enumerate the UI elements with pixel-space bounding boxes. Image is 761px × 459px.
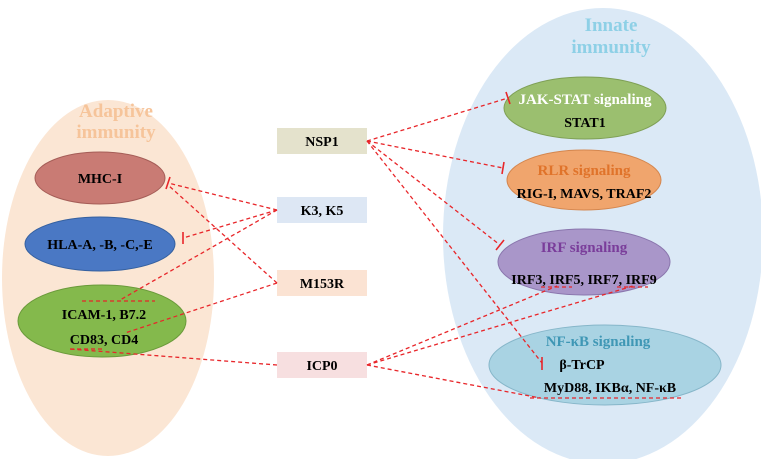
irf-node (497, 228, 671, 296)
nsp1-box (277, 128, 367, 154)
innate-title-line2: immunity (571, 37, 651, 58)
hla-node (24, 216, 176, 272)
tbar-mhc-i (165, 176, 171, 190)
edge-m153r-cd83 (124, 282, 278, 334)
rlr-node (506, 149, 662, 211)
edge-m153r-mhc-i (167, 184, 278, 284)
edge-k3k5-hla (182, 209, 278, 239)
icp0-box (277, 352, 367, 378)
edge-nsp1-irf (366, 140, 501, 246)
adaptive-title-line2: immunity (76, 122, 156, 143)
edge-k3k5-mhc-i (167, 182, 278, 211)
edge-k3k5-icam (119, 209, 278, 301)
edge-icp0-irf3 (366, 285, 558, 366)
nsp1-label: NSP1 (305, 135, 338, 150)
jak-stat-title: JAK-STAT signaling (519, 92, 652, 108)
cd83-cd4-label: CD83, CD4 (70, 333, 138, 348)
stat1-label: STAT1 (564, 116, 606, 131)
jak-stat-node (503, 76, 667, 140)
rlr-items-label: RIG-I, MAVS, TRAF2 (517, 187, 652, 202)
k3-k5-box (277, 197, 367, 223)
edge-icp0-myd88 (366, 364, 541, 399)
inhibition-bars (165, 91, 543, 370)
hla-label: HLA-A, -B, -C,-E (47, 238, 152, 253)
k3-k5-label: K3, K5 (301, 204, 344, 219)
costim-node (17, 284, 187, 358)
edge-nsp1-b-trcp (366, 140, 543, 364)
icp0-label: ICP0 (306, 359, 337, 374)
icam-b72-label: ICAM-1, B7.2 (62, 308, 146, 323)
tbar-jak-stat (505, 91, 511, 105)
innate-title-line1: Innate (585, 15, 638, 36)
mhc-i-node (34, 151, 166, 205)
mhc-i-label: MHC-I (78, 172, 122, 187)
tbar-rlr (501, 161, 505, 175)
edge-nsp1-rlr (366, 140, 504, 169)
rlr-title: RLR signaling (538, 163, 631, 179)
adaptive-title-line1: Adaptive (79, 101, 153, 122)
nf-kb-node (488, 324, 722, 406)
edge-nsp1-jak-stat (366, 97, 509, 142)
tbar-irf (495, 239, 505, 251)
m153r-label: M153R (300, 277, 345, 292)
target-underlines (70, 286, 682, 399)
irf-items-label: IRF3, IRF5, IRF7, IRF9 (511, 273, 656, 288)
nf-kb-items-label: MyD88, IKBα, NF-κB (544, 381, 676, 396)
edges (69, 97, 634, 399)
edge-icp0-irf7 (366, 285, 634, 366)
irf-title: IRF signaling (541, 240, 628, 256)
nf-kb-title: NF-κB signaling (546, 334, 651, 350)
b-trcp-label: β-TrCP (559, 358, 605, 373)
m153r-box (277, 270, 367, 296)
